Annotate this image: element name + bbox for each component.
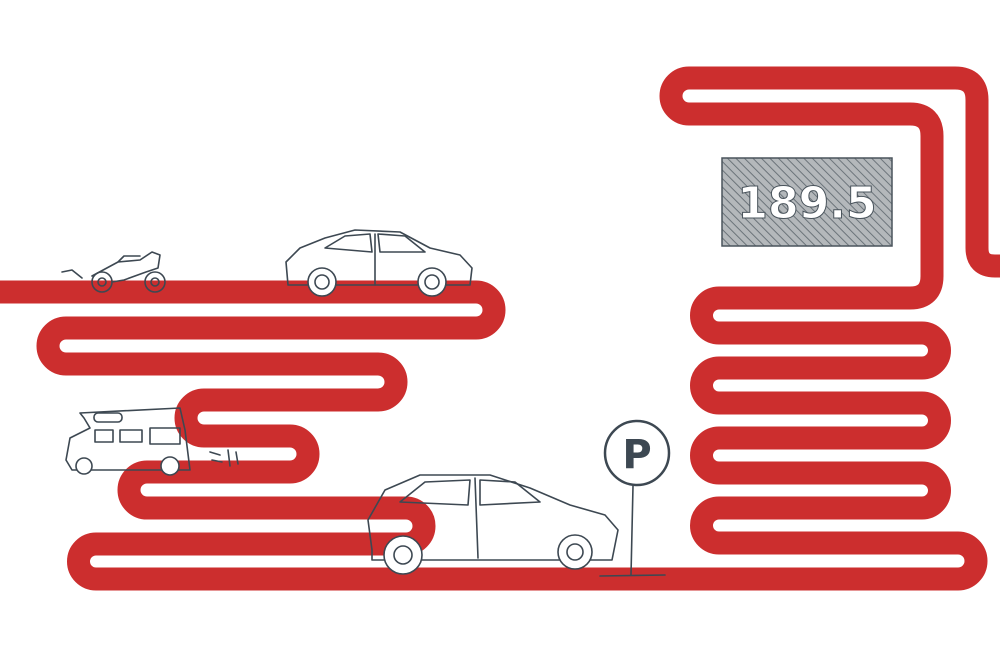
price-display: 189.5 (721, 157, 893, 247)
hatchback-icon (367, 474, 619, 575)
winding-road (0, 66, 1000, 591)
motorcycle-icon (61, 251, 166, 293)
parking-sign-label: P (622, 432, 651, 478)
sedan-icon (285, 229, 473, 297)
parking-sign: P (599, 419, 671, 577)
camper-van-icon (65, 407, 239, 476)
price-value: 189.5 (737, 178, 876, 229)
